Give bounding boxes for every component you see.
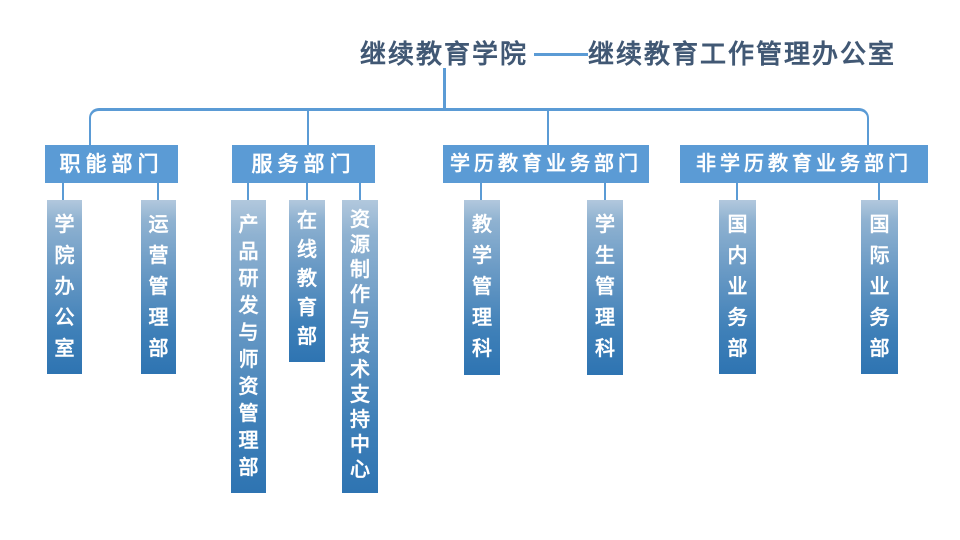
child-node-operations: 运营管理部: [141, 200, 176, 374]
child-drop-line: [62, 181, 64, 202]
root-node-label: 继续教育学院: [360, 40, 529, 69]
branch-node-nonacademic: 非学历教育业务部门: [680, 145, 928, 183]
child-node-international: 国际业务部: [861, 200, 898, 374]
level1-horizontal-line: [89, 108, 869, 145]
child-drop-line: [359, 181, 361, 202]
child-drop-line: [736, 181, 738, 202]
child-drop-line: [604, 181, 606, 202]
root-stem-line: [443, 68, 446, 110]
child-node-college-office: 学院办公室: [47, 200, 82, 374]
child-drop-line: [480, 181, 482, 202]
branch-drop-line: [547, 108, 549, 145]
child-drop-line: [157, 181, 159, 202]
child-node-online-edu: 在线教育部: [289, 200, 325, 362]
branch-node-academic: 学历教育业务部门: [443, 145, 649, 183]
branch-node-service: 服务部门: [232, 145, 375, 183]
office-node-label: 继续教育工作管理办公室: [588, 40, 897, 69]
branch-drop-line: [307, 108, 309, 145]
child-node-student-mgmt: 学生管理科: [587, 200, 623, 375]
root-office-connector-line: [534, 53, 588, 56]
child-node-teaching-mgmt: 教学管理科: [464, 200, 500, 375]
branch-node-functional: 职能部门: [45, 145, 178, 183]
child-node-resource-tech: 资源制作与技术支持中心: [342, 200, 378, 493]
child-drop-line: [247, 181, 249, 202]
child-drop-line: [306, 181, 308, 202]
child-drop-line: [878, 181, 880, 202]
child-node-domestic: 国内业务部: [719, 200, 756, 374]
child-node-product-rd: 产品研发与师资管理部: [231, 200, 266, 493]
